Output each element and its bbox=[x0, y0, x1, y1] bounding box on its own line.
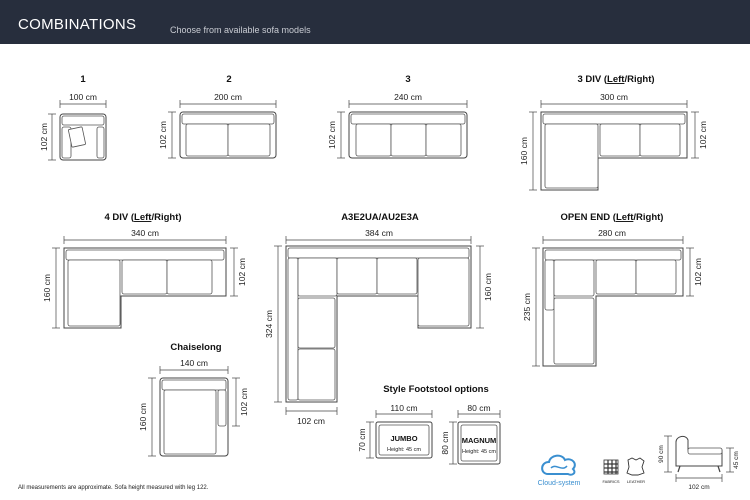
jumbo-width: 110 cm bbox=[390, 403, 417, 413]
material-badges: FABRICS LEATHER bbox=[602, 457, 645, 484]
sofa-leg-back bbox=[717, 465, 721, 473]
leather-icon bbox=[626, 457, 645, 476]
model-3-div: 3 DIV (Left/Right) 300 cm 160 cm 102 cm bbox=[519, 74, 708, 191]
jumbo-name: JUMBO bbox=[390, 434, 417, 443]
model-1-title: 1 bbox=[80, 74, 86, 85]
model-a3e2ua: A3E2UA/AU2E3A 384 cm 324 cm 160 cm 102 c… bbox=[264, 212, 493, 426]
model-a3e2ua-depth-right: 160 cm bbox=[483, 273, 493, 301]
model-4-div-depth-right: 102 cm bbox=[237, 258, 247, 286]
jumbo-depth: 70 cm bbox=[357, 428, 367, 451]
model-3-div-depth-right: 102 cm bbox=[698, 121, 708, 149]
side-view-height: 90 cm bbox=[658, 445, 665, 463]
model-4-div-title: 4 DIV (Left/Right) bbox=[104, 212, 181, 223]
model-3-depth: 102 cm bbox=[327, 121, 337, 149]
model-open-end-title: OPEN END (Left/Right) bbox=[561, 212, 664, 223]
model-1-width: 100 cm bbox=[69, 92, 97, 102]
model-2: 2 200 cm 102 cm bbox=[158, 74, 277, 159]
model-chaiselong-width: 140 cm bbox=[180, 358, 208, 368]
side-view-leg-height: 45 cm bbox=[733, 451, 740, 469]
model-1-swatch-icon bbox=[68, 126, 86, 148]
model-4-div: 4 DIV (Left/Right) 340 cm 160 cm 102 cm bbox=[42, 212, 247, 329]
model-1: 1 100 cm 102 cm bbox=[39, 74, 107, 161]
model-chaiselong-title: Chaiselong bbox=[170, 342, 221, 353]
model-open-end-depth-right: 102 cm bbox=[693, 258, 703, 286]
model-open-end-depth-left: 235 cm bbox=[522, 293, 532, 321]
model-3: 3 240 cm 102 cm bbox=[327, 74, 468, 159]
side-view-depth: 102 cm bbox=[688, 484, 709, 491]
model-2-width: 200 cm bbox=[214, 92, 242, 102]
model-a3e2ua-width: 384 cm bbox=[365, 228, 393, 238]
jumbo-height: Height: 45 cm bbox=[387, 447, 421, 453]
model-chaiselong-depth-right: 102 cm bbox=[239, 388, 249, 416]
model-3-width: 240 cm bbox=[394, 92, 422, 102]
footstool-title: Style Footstool options bbox=[383, 384, 489, 395]
fabrics-label: FABRICS bbox=[602, 479, 619, 484]
footstool-options: Style Footstool options 110 cm 70 cm JUM… bbox=[357, 384, 501, 465]
model-2-depth: 102 cm bbox=[158, 121, 168, 149]
magnum-name: MAGNUM bbox=[462, 436, 497, 445]
model-a3e2ua-title: A3E2UA/AU2E3A bbox=[341, 212, 419, 223]
model-4-div-depth-left: 160 cm bbox=[42, 274, 52, 302]
model-3-div-depth-left: 160 cm bbox=[519, 137, 529, 165]
model-open-end-width: 280 cm bbox=[598, 228, 626, 238]
cloud-icon bbox=[541, 454, 576, 476]
page-title: COMBINATIONS bbox=[18, 16, 137, 33]
model-chaiselong-depth-left: 160 cm bbox=[138, 403, 148, 431]
magnum-height: Height: 45 cm bbox=[462, 449, 496, 455]
model-2-title: 2 bbox=[226, 74, 231, 85]
header-bar: COMBINATIONS Choose from available sofa … bbox=[0, 0, 750, 44]
cloud-system-label: Cloud-system bbox=[538, 480, 581, 487]
model-4-div-width: 340 cm bbox=[131, 228, 159, 238]
page-subtitle: Choose from available sofa models bbox=[170, 25, 311, 35]
model-1-depth: 102 cm bbox=[39, 123, 49, 151]
fabrics-icon bbox=[603, 459, 619, 475]
side-view: 90 cm 45 cm 102 cm bbox=[658, 435, 740, 491]
model-a3e2ua-depth-left: 324 cm bbox=[264, 310, 274, 338]
leather-label: LEATHER bbox=[627, 479, 645, 484]
model-chaiselong: Chaiselong 140 cm 160 cm 102 cm bbox=[138, 342, 249, 457]
cloud-system-logo: Cloud-system bbox=[538, 454, 581, 487]
magnum-depth: 80 cm bbox=[440, 431, 450, 454]
model-3-div-title: 3 DIV (Left/Right) bbox=[577, 74, 654, 85]
model-open-end: OPEN END (Left/Right) 280 cm 235 cm 102 … bbox=[522, 212, 703, 367]
sofa-leg-front bbox=[677, 465, 681, 473]
model-a3e2ua-bottom-width: 102 cm bbox=[297, 416, 325, 426]
model-3-div-width: 300 cm bbox=[600, 92, 628, 102]
magnum-width: 80 cm bbox=[467, 403, 490, 413]
model-3-title: 3 bbox=[405, 74, 410, 85]
footnote: All measurements are approximate. Sofa h… bbox=[18, 485, 209, 491]
